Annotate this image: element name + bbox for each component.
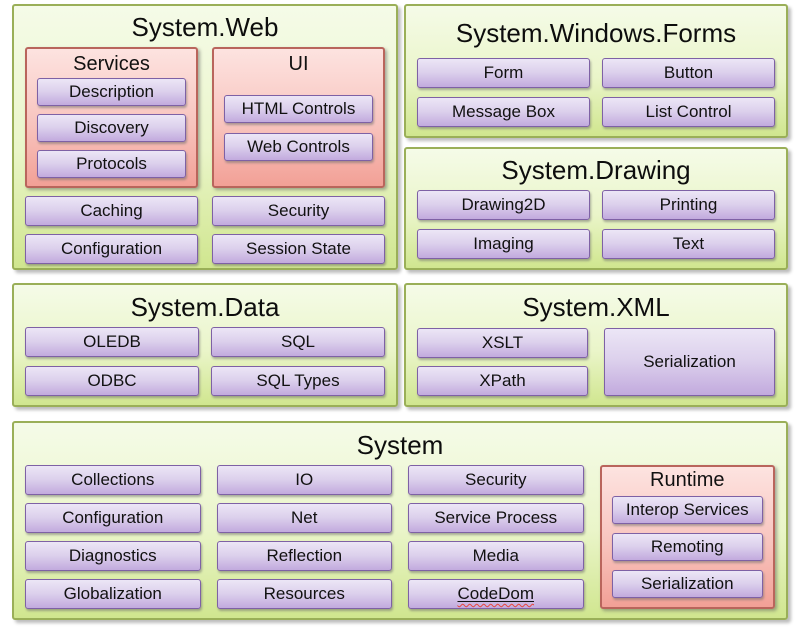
ui-group: UI HTML Controls Web Controls bbox=[212, 47, 385, 188]
node-list-control: List Control bbox=[602, 97, 775, 127]
ui-group-items: HTML Controls Web Controls bbox=[224, 78, 373, 178]
node-sys-configuration: Configuration bbox=[25, 503, 201, 533]
node-session-state: Session State bbox=[212, 234, 385, 264]
node-resources: Resources bbox=[216, 579, 392, 609]
node-sql-types: SQL Types bbox=[211, 366, 385, 396]
node-caching: Caching bbox=[25, 196, 198, 226]
system-windows-forms-grid: Form Button Message Box List Control bbox=[417, 58, 775, 127]
node-text: Text bbox=[602, 229, 775, 259]
node-web-controls: Web Controls bbox=[224, 133, 373, 161]
node-oledb: OLEDB bbox=[25, 327, 199, 357]
node-protocols: Protocols bbox=[37, 150, 186, 178]
system-grid: Runtime Interop Services Remoting Serial… bbox=[25, 465, 775, 609]
system-panel: System Runtime Interop Services Remoting… bbox=[12, 421, 788, 620]
node-web-configuration: Configuration bbox=[25, 234, 198, 264]
node-button: Button bbox=[602, 58, 775, 88]
system-xml-title: System.XML bbox=[522, 292, 670, 323]
codedom-label: CodeDom bbox=[457, 584, 535, 603]
node-remoting: Remoting bbox=[611, 532, 763, 561]
services-group-title: Services bbox=[73, 53, 150, 75]
runtime-group: Runtime Interop Services Remoting Serial… bbox=[599, 465, 775, 609]
node-service-process: Service Process bbox=[408, 503, 584, 533]
node-reflection: Reflection bbox=[216, 541, 392, 571]
system-web-panel: System.Web Services Description Discover… bbox=[12, 4, 398, 270]
node-form: Form bbox=[417, 58, 590, 88]
services-group: Services Description Discovery Protocols bbox=[25, 47, 198, 188]
system-data-grid: OLEDB SQL ODBC SQL Types bbox=[25, 327, 385, 396]
node-io: IO bbox=[216, 465, 392, 495]
system-xml-panel: System.XML Serialization XSLT XPath bbox=[404, 283, 788, 407]
node-diagnostics: Diagnostics bbox=[25, 541, 201, 571]
system-data-panel: System.Data OLEDB SQL ODBC SQL Types bbox=[12, 283, 398, 407]
system-web-title: System.Web bbox=[131, 12, 279, 43]
node-drawing2d: Drawing2D bbox=[417, 190, 590, 220]
system-drawing-title: System.Drawing bbox=[501, 155, 691, 186]
node-imaging: Imaging bbox=[417, 229, 590, 259]
node-xslt: XSLT bbox=[417, 328, 588, 358]
runtime-group-title: Runtime bbox=[650, 469, 725, 491]
system-drawing-panel: System.Drawing Drawing2D Printing Imagin… bbox=[404, 147, 788, 270]
node-globalization: Globalization bbox=[25, 579, 201, 609]
system-windows-forms-panel: System.Windows.Forms Form Button Message… bbox=[404, 4, 788, 138]
runtime-group-items: Interop Services Remoting Serialization bbox=[611, 494, 763, 599]
node-net: Net bbox=[216, 503, 392, 533]
services-group-items: Description Discovery Protocols bbox=[37, 78, 186, 178]
system-xml-grid: Serialization XSLT XPath bbox=[417, 328, 775, 396]
node-collections: Collections bbox=[25, 465, 201, 495]
node-discovery: Discovery bbox=[37, 114, 186, 142]
node-sys-security: Security bbox=[408, 465, 584, 495]
node-xml-serialization: Serialization bbox=[604, 328, 775, 396]
node-html-controls: HTML Controls bbox=[224, 95, 373, 123]
system-web-grid: Services Description Discovery Protocols… bbox=[25, 47, 385, 264]
ui-group-title: UI bbox=[288, 53, 309, 75]
system-data-title: System.Data bbox=[130, 291, 280, 322]
system-drawing-grid: Drawing2D Printing Imaging Text bbox=[417, 190, 775, 259]
node-printing: Printing bbox=[602, 190, 775, 220]
node-odbc: ODBC bbox=[25, 366, 199, 396]
node-codedom: CodeDom bbox=[408, 579, 584, 609]
node-interop-services: Interop Services bbox=[611, 495, 763, 524]
node-runtime-serialization: Serialization bbox=[611, 569, 763, 598]
system-windows-forms-title: System.Windows.Forms bbox=[455, 17, 737, 48]
node-description: Description bbox=[37, 78, 186, 106]
node-message-box: Message Box bbox=[417, 97, 590, 127]
codedom-underline: CodeDom bbox=[457, 584, 534, 604]
system-title: System bbox=[356, 429, 444, 460]
node-media: Media bbox=[408, 541, 584, 571]
node-xpath: XPath bbox=[417, 366, 588, 396]
node-web-security: Security bbox=[212, 196, 385, 226]
node-sql: SQL bbox=[211, 327, 385, 357]
